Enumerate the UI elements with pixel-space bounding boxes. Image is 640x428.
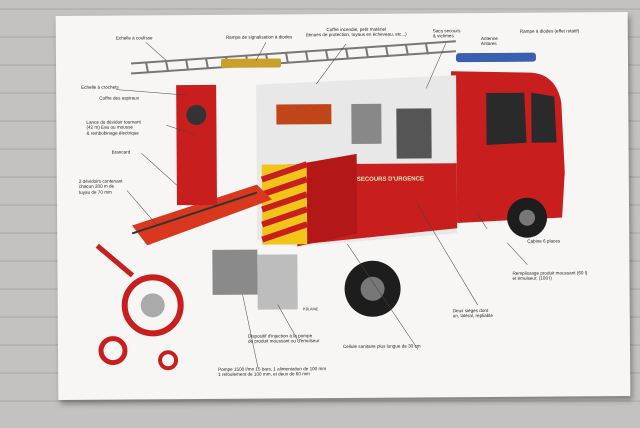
label-devidoirs: 2 dévidoirs contenant chacun 200 m de tu… [78,178,123,195]
truck-text: SECOURS D'URGENCE [356,176,424,183]
label-echelle-coulisse: Echelle à coulisse [115,35,153,41]
label-coffre-aspiraux: Coffre des aspiraux [99,95,140,101]
label-echelle-crochets: Echelle à crochets [81,84,119,90]
hose-reel [95,243,184,371]
chevron-panel [260,161,309,245]
label-brancard: Brancard [111,149,131,155]
seat-2 [396,108,432,159]
pump-panel [257,254,298,310]
roof-ladder [130,40,456,75]
label-cabine: Cabine 6 places [527,238,561,244]
pump-unit [212,249,258,295]
seat [351,103,382,144]
rear-compartment [176,84,217,206]
label-dispositif: Dispositif d'injection à la pompe de pro… [247,333,320,345]
signal-ramp [220,58,282,68]
leader-lines [116,42,528,369]
label-rampe-diodes: Rampe à diodes (effet rotatif) [519,28,580,34]
artist-signature: P.BLAINE [302,307,319,312]
label-coffre-incendie: Coffre incendie, petit matériel (tenues … [305,26,407,38]
equipment-box [276,104,332,125]
label-pompe: Pompe 1500 l/mn 15 bars, 1 alimentation … [218,366,327,378]
label-lance-devidoir: Lance du dévidoir tournant (42 m) Eau ou… [86,119,141,136]
label-deux-sieges: Deux sièges dont un, latéral, repliable [452,307,493,319]
postcard: Echelle à coulisse Rampe de signalisatio… [55,12,631,400]
fire-truck-illustration [95,40,565,371]
label-antenne: Antenne Antares [480,35,498,47]
label-cellule: Cellule sanitaire plus longue de 30 cm [342,343,421,350]
label-sacs-secours: Sacs secours & victimes [432,28,461,39]
label-remplissage: Remplissage produit moussant (60 l) et é… [512,270,588,282]
rotating-light-bar [455,52,536,63]
label-rampe-signalisation: Rampe de signalisation à diodes [225,34,293,40]
